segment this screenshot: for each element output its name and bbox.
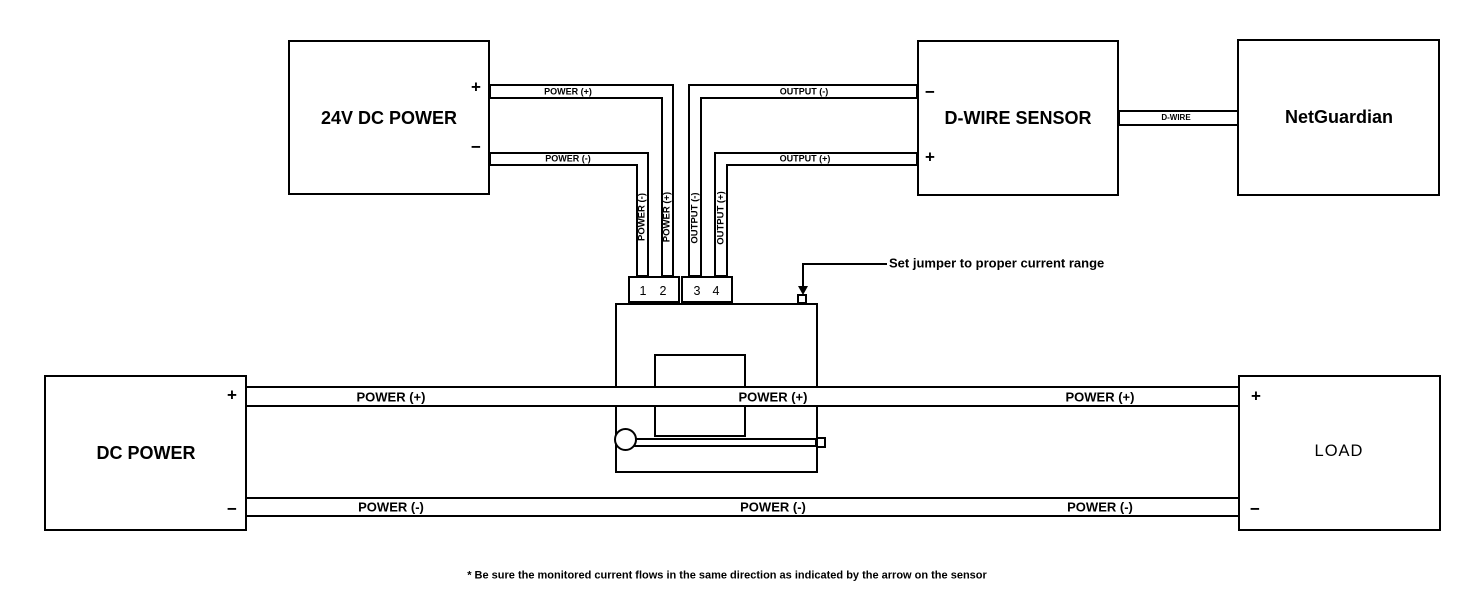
wire-output-plus [714, 152, 918, 277]
sign-24v-minus: − [471, 137, 481, 157]
label-vert-power-minus: POWER (-) [636, 192, 648, 242]
sensor-clamp-arm [626, 438, 817, 447]
label-output-plus: OUTPUT (+) [779, 153, 831, 164]
label-dwire-sensor: D-WIRE SENSOR [944, 108, 1092, 128]
sign-24v-plus: + [471, 77, 481, 97]
terminal-block-1-2 [628, 276, 680, 303]
sign-load-minus: − [1250, 499, 1260, 519]
label-power-plus-bottom-right: POWER (+) [1065, 389, 1135, 405]
terminal-2: 2 [659, 283, 667, 298]
sign-dcpower-minus: − [227, 499, 237, 519]
label-output-minus: OUTPUT (-) [779, 86, 829, 97]
label-24v-dc-power: 24V DC POWER [320, 108, 458, 128]
wire-power-plus-bottom [247, 386, 1238, 407]
sign-sensor-minus: − [925, 82, 935, 102]
sign-dcpower-plus: + [227, 385, 237, 405]
sensor-hinge-circle [614, 428, 637, 451]
label-power-minus-top: POWER (-) [545, 153, 591, 164]
wire-power-minus-bottom [247, 497, 1238, 517]
label-power-minus-bottom-mid: POWER (-) [740, 499, 806, 515]
sign-sensor-plus: + [925, 147, 935, 167]
sign-load-plus: + [1251, 386, 1261, 406]
label-power-plus-bottom-mid: POWER (+) [738, 389, 808, 405]
sensor-clamp-latch [816, 437, 826, 448]
box-dc-power [44, 375, 247, 531]
label-power-plus-top: POWER (+) [544, 86, 592, 97]
box-dwire-sensor [917, 40, 1119, 196]
terminal-3: 3 [693, 283, 701, 298]
label-load: LOAD [1314, 441, 1364, 460]
label-power-plus-bottom-left: POWER (+) [356, 389, 426, 405]
label-power-minus-bottom-left: POWER (-) [358, 499, 424, 515]
label-dc-power: DC POWER [96, 443, 196, 463]
label-vert-power-plus: POWER (+) [661, 191, 673, 243]
note-footer: * Be sure the monitored current flows in… [467, 569, 987, 582]
label-power-minus-bottom-right: POWER (-) [1067, 499, 1133, 515]
jumper-pin [797, 294, 807, 304]
box-load [1238, 375, 1441, 531]
terminal-1: 1 [639, 283, 647, 298]
jumper-arrow [798, 263, 887, 295]
wire-power-minus-top [489, 152, 649, 277]
note-jumper: Set jumper to proper current range [889, 255, 1105, 271]
terminal-4: 4 [712, 283, 720, 298]
box-netguardian [1237, 39, 1440, 196]
label-dwire: D-WIRE [1161, 113, 1191, 122]
label-vert-output-minus: OUTPUT (-) [689, 192, 701, 244]
label-vert-output-plus: OUTPUT (+) [715, 191, 727, 245]
label-netguardian: NetGuardian [1284, 107, 1394, 127]
terminal-block-3-4 [681, 276, 733, 303]
box-24v-dc-power [288, 40, 490, 195]
